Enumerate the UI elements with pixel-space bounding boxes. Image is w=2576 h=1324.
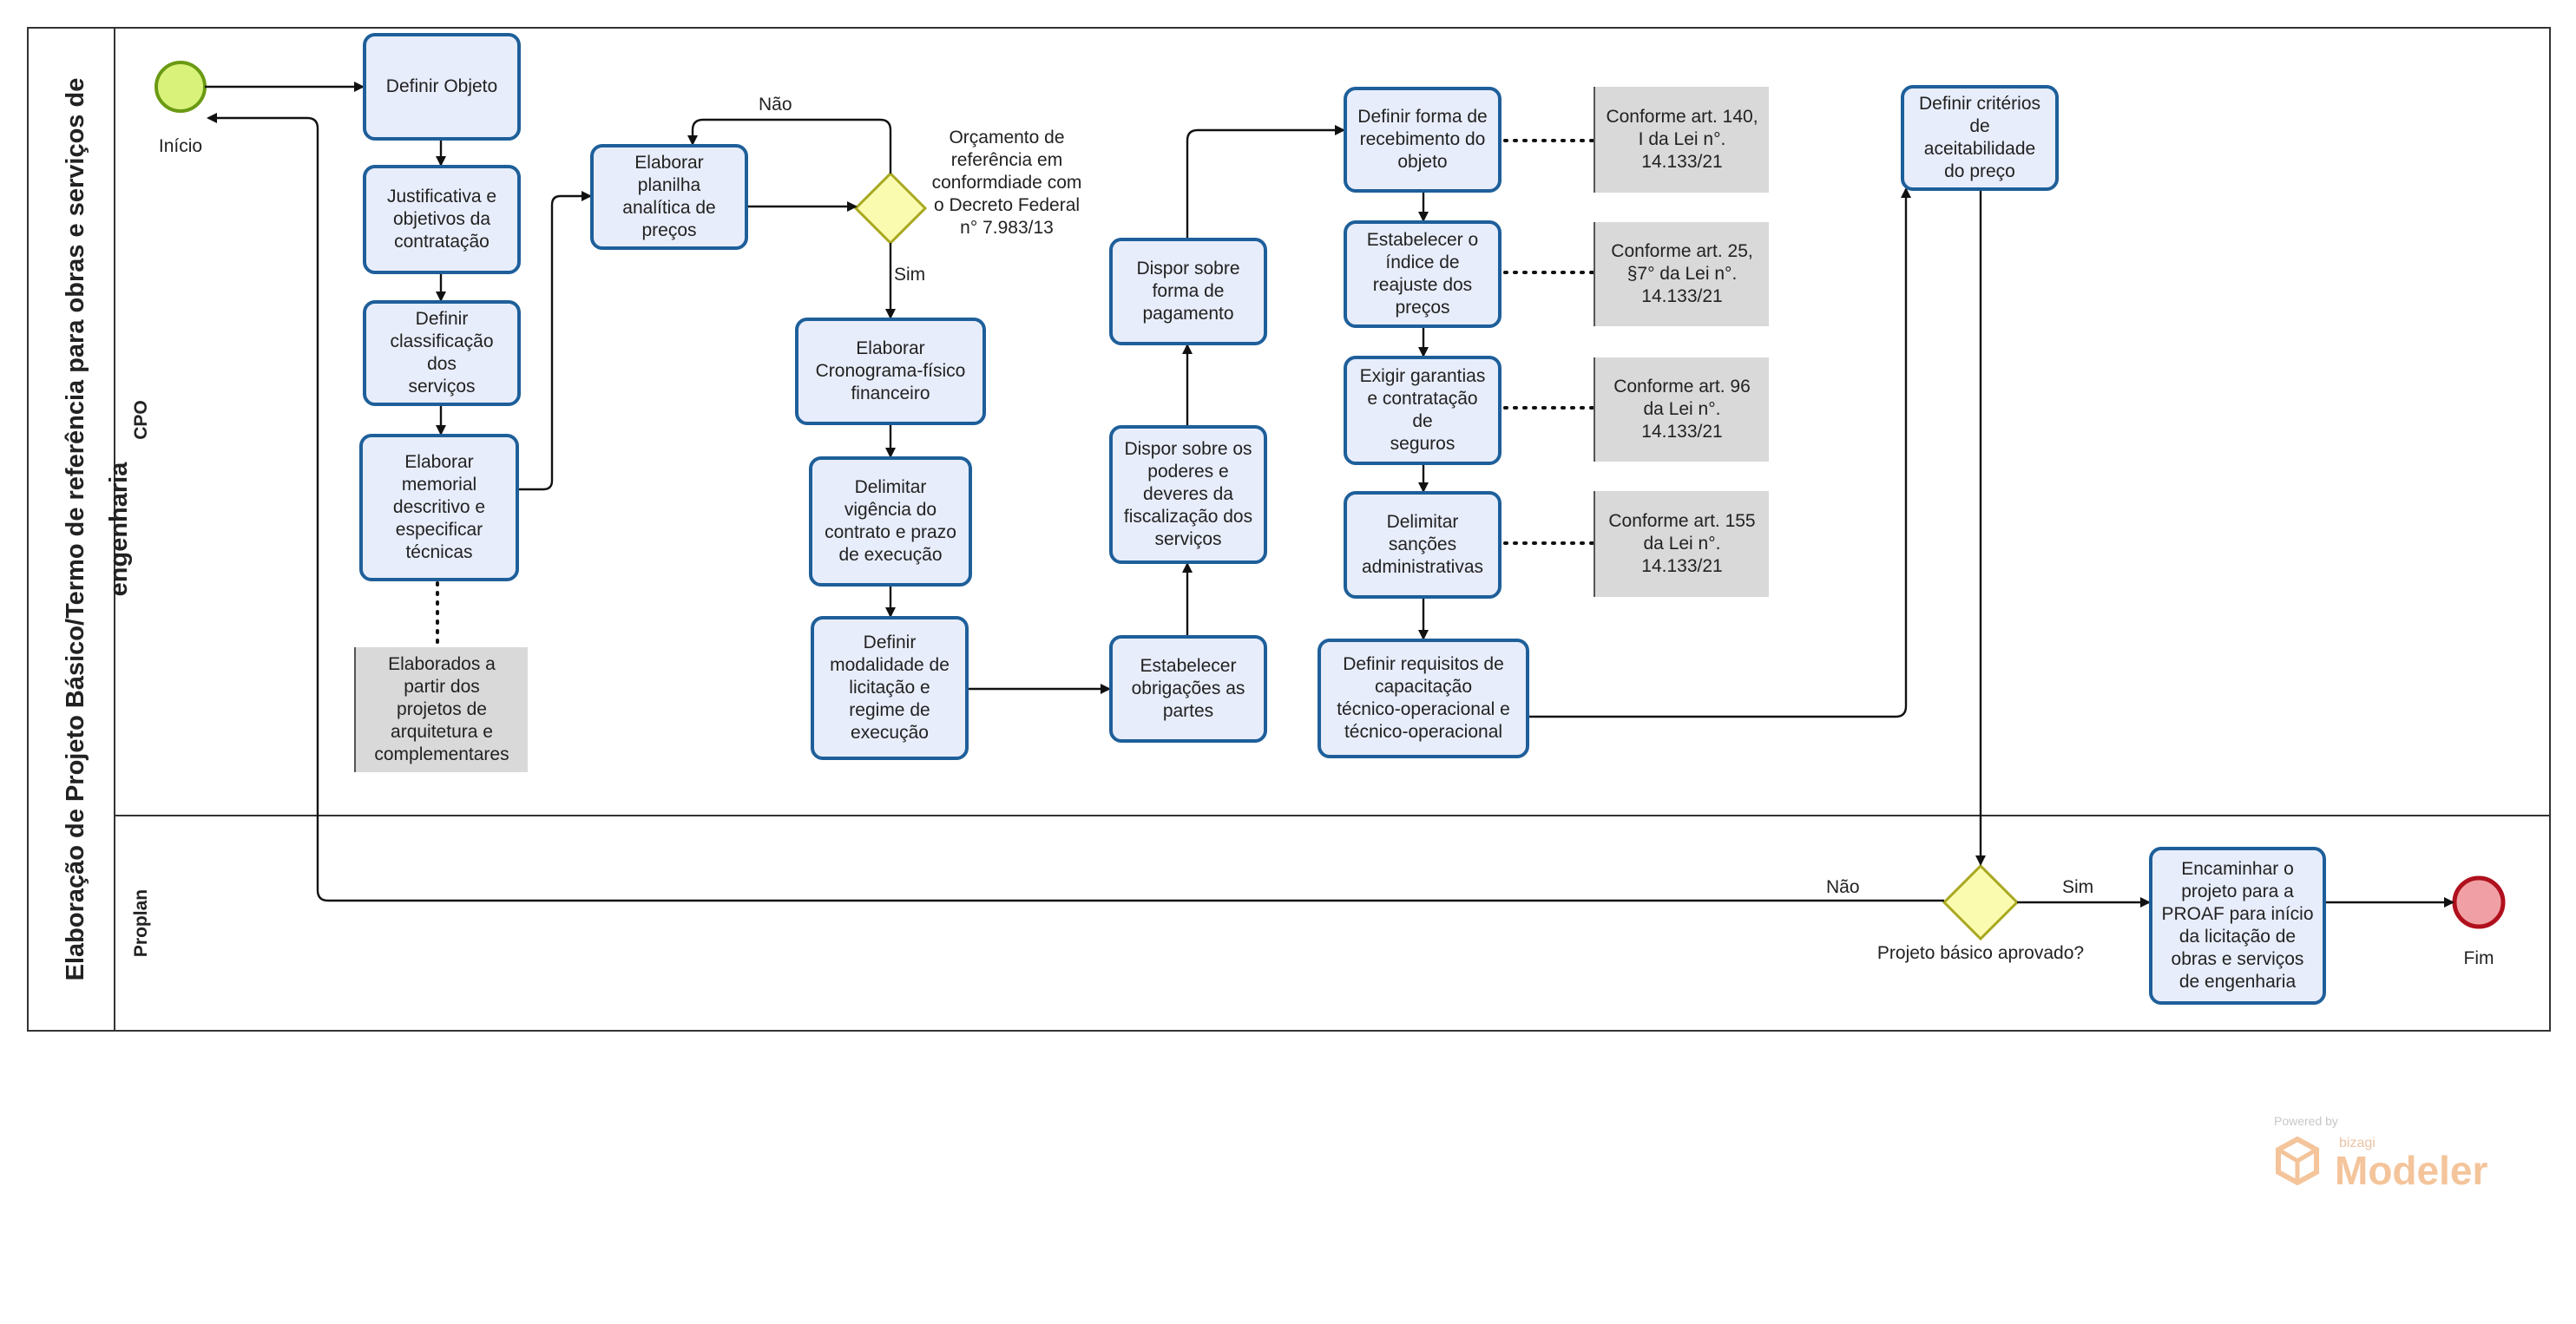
flow-label-nao-revisar: Não [759,95,792,115]
gateway-aprovado[interactable] [1942,863,2020,941]
annotation-elaborados: Elaborados a partir dos projetos de arqu… [354,647,528,772]
annotation-art25: Conforme art. 25, §7° da Lei n°. 14.133/… [1594,222,1769,326]
pool-title: Elaboração de Projeto Básico/Termo de re… [62,77,133,981]
watermark-bizagi: bizagi [2339,1136,2376,1150]
task-definir-capacitacao[interactable]: Definir requisitos de capacitação técnic… [1318,639,1529,758]
gateway-orcamento[interactable] [853,171,928,246]
end-event-label: Fim [2463,948,2494,968]
flow-label-sim-aprovado: Sim [2062,877,2094,897]
start-event-label: Início [158,136,203,156]
task-elaborar-planilha[interactable]: Elaborar planilha analítica de preços [590,144,748,250]
task-definir-modalidade[interactable]: Definir modalidade de licitação e regime… [811,616,969,760]
sequence-flows [205,82,2454,908]
annotation-art140: Conforme art. 140, I da Lei n°. 14.133/2… [1594,87,1769,193]
task-elaborar-cronograma[interactable]: Elaborar Cronograma-físico financeiro [795,318,986,425]
task-encaminhar-proaf[interactable]: Encaminhar o projeto para a PROAF para i… [2149,847,2326,1005]
gateway-aprovado-label: Projeto básico aprovado? [1876,943,2085,963]
pool-border [27,27,2551,1032]
task-delimitar-vigencia[interactable]: Delimitar vigência do contrato e prazo d… [809,456,972,587]
lane-title-proplan: Proplan [131,888,151,958]
annotation-art155: Conforme art. 155 da Lei n°. 14.133/21 [1594,491,1769,597]
watermark-modeler: Modeler [2335,1148,2488,1193]
lane-title-cpo: CPO [131,400,151,440]
bizagi-logo-icon [2276,1137,2319,1185]
watermark-powered: Powered by [2274,1114,2338,1128]
start-event[interactable] [154,61,207,113]
task-dispor-pagamento[interactable]: Dispor sobre forma de pagamento [1109,238,1267,345]
gateway-orcamento-label: Orçamento de referência em conformdiade … [931,128,1082,238]
flow-label-sim-cronograma: Sim [894,265,926,285]
annotation-art96: Conforme art. 96 da Lei n°. 14.133/21 [1594,357,1769,462]
task-definir-recebimento[interactable]: Definir forma de recebimento do objeto [1344,87,1502,193]
task-dispor-poderes[interactable]: Dispor sobre os poderes e deveres da fis… [1109,425,1267,564]
task-definir-criterios[interactable]: Definir critérios de aceitabilidade do p… [1901,85,2059,191]
task-justificativa[interactable]: Justificativa e objetivos da contratação [363,165,521,274]
task-definir-classificacao[interactable]: Definir classificação dos serviços [363,300,521,406]
task-elaborar-memorial[interactable]: Elaborar memorial descritivo e especific… [359,434,519,581]
associations [436,139,1595,647]
end-event[interactable] [2452,875,2506,929]
task-estabelecer-obrigacoes[interactable]: Estabelecer obrigações as partes [1109,635,1267,743]
flow-label-nao-reprovado: Não [1826,877,1860,897]
task-estabelecer-reajuste[interactable]: Estabelecer o índice de reajuste dos pre… [1344,220,1502,328]
task-exigir-garantias[interactable]: Exigir garantias e contratação de seguro… [1344,356,1502,465]
task-delimitar-sancoes[interactable]: Delimitar sanções administrativas [1344,491,1502,599]
task-definir-objeto[interactable]: Definir Objeto [363,33,521,141]
